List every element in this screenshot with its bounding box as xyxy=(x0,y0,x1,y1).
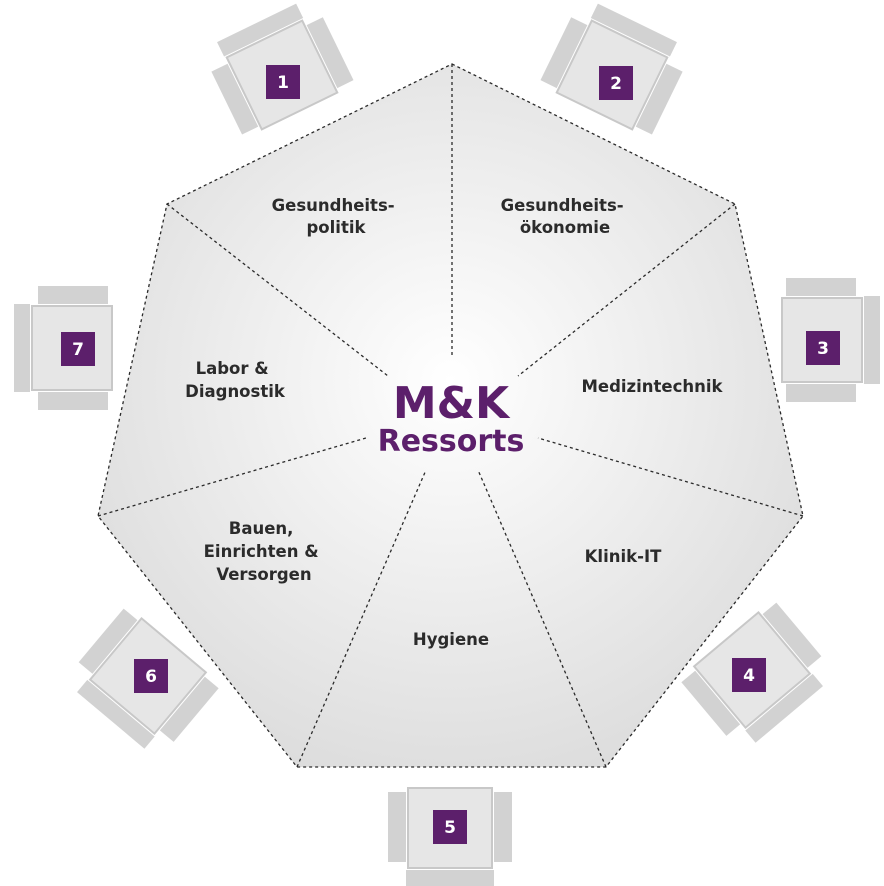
seat-number: 6 xyxy=(145,667,157,687)
segment-label-line: politik xyxy=(307,218,367,237)
divider-line xyxy=(537,437,804,517)
segment-label-gesundheitspolitik: Gesundheits- politik xyxy=(272,196,401,237)
chair-arm-right xyxy=(78,608,138,674)
segment-label-gesundheitsoekonomie: Gesundheits- ökonomie xyxy=(501,196,630,237)
segment-label-line: Medizintechnik xyxy=(581,377,723,396)
divider-line xyxy=(517,203,736,377)
chair-seat xyxy=(407,787,493,869)
center-subtitle: Ressorts xyxy=(378,424,525,459)
seat-badge-1: 1 xyxy=(266,65,300,99)
badge-box xyxy=(806,331,840,365)
badge-box xyxy=(61,332,95,366)
segment-label-line: ökonomie xyxy=(520,218,610,237)
seat-number: 4 xyxy=(743,666,755,686)
divider-line xyxy=(166,203,389,377)
segment-label-line: Versorgen xyxy=(216,565,311,584)
center-title: M&K xyxy=(393,378,511,429)
chair-back xyxy=(864,296,880,384)
chair-back xyxy=(590,3,677,57)
seat-badge-2: 2 xyxy=(599,66,633,100)
chair-arm-right xyxy=(388,792,406,862)
chair-arm-right xyxy=(635,63,683,135)
seat-3 xyxy=(781,278,880,402)
chair-arm-left xyxy=(786,278,856,296)
segment-label-line: Einrichten & xyxy=(204,542,319,561)
chair-arm-right xyxy=(306,17,354,89)
chair-arm-left xyxy=(211,63,259,135)
seat-number: 5 xyxy=(444,818,456,838)
segment-label-line: Gesundheits- xyxy=(501,196,624,215)
badge-box xyxy=(266,65,300,99)
segment-label-line: Klinik-IT xyxy=(585,547,662,566)
chair-arm-left xyxy=(494,792,512,862)
chair-arm-left xyxy=(159,676,219,742)
segment-dividers xyxy=(97,64,804,768)
seat-5 xyxy=(388,787,512,886)
seat-number: 2 xyxy=(610,74,622,94)
chair-arm-right xyxy=(786,384,856,402)
chair-back xyxy=(77,679,155,749)
segment-label-line: Bauen, xyxy=(229,519,294,538)
segment-label-labor-diagnostik: Labor & Diagnostik xyxy=(185,359,286,401)
seat-badge-4: 4 xyxy=(732,658,766,692)
chair-arm-left xyxy=(38,392,108,410)
segment-label-line: Hygiene xyxy=(413,630,489,649)
chair-arm-right xyxy=(681,670,741,736)
chair-back xyxy=(217,3,304,57)
segment-label-medizintechnik: Medizintechnik xyxy=(581,377,723,396)
segment-label-line: Gesundheits- xyxy=(272,196,395,215)
seat-badge-5: 5 xyxy=(433,810,467,844)
segment-label-hygiene: Hygiene xyxy=(413,630,489,649)
badge-box xyxy=(134,659,168,693)
badge-box xyxy=(433,810,467,844)
badge-box xyxy=(732,658,766,692)
chair-back xyxy=(406,870,494,886)
chair-arm-left xyxy=(540,17,588,89)
chair-back xyxy=(14,304,30,392)
chair-arm-left xyxy=(762,602,822,668)
badge-box xyxy=(599,66,633,100)
seat-badge-7: 7 xyxy=(61,332,95,366)
seat-number: 1 xyxy=(277,73,289,93)
heptagon-table xyxy=(97,63,804,768)
seat-number: 3 xyxy=(817,339,829,359)
segment-label-klinik-it: Klinik-IT xyxy=(585,547,662,566)
chair-back xyxy=(745,673,823,743)
seat-badge-6: 6 xyxy=(134,659,168,693)
segment-label-bauen: Bauen, Einrichten & Versorgen xyxy=(204,519,325,584)
seat-number: 7 xyxy=(72,340,84,360)
segment-label-line: Diagnostik xyxy=(185,382,286,401)
chair-arm-right xyxy=(38,286,108,304)
divider-line xyxy=(97,437,367,517)
segment-label-line: Labor & xyxy=(196,359,269,378)
seat-badge-3: 3 xyxy=(806,331,840,365)
